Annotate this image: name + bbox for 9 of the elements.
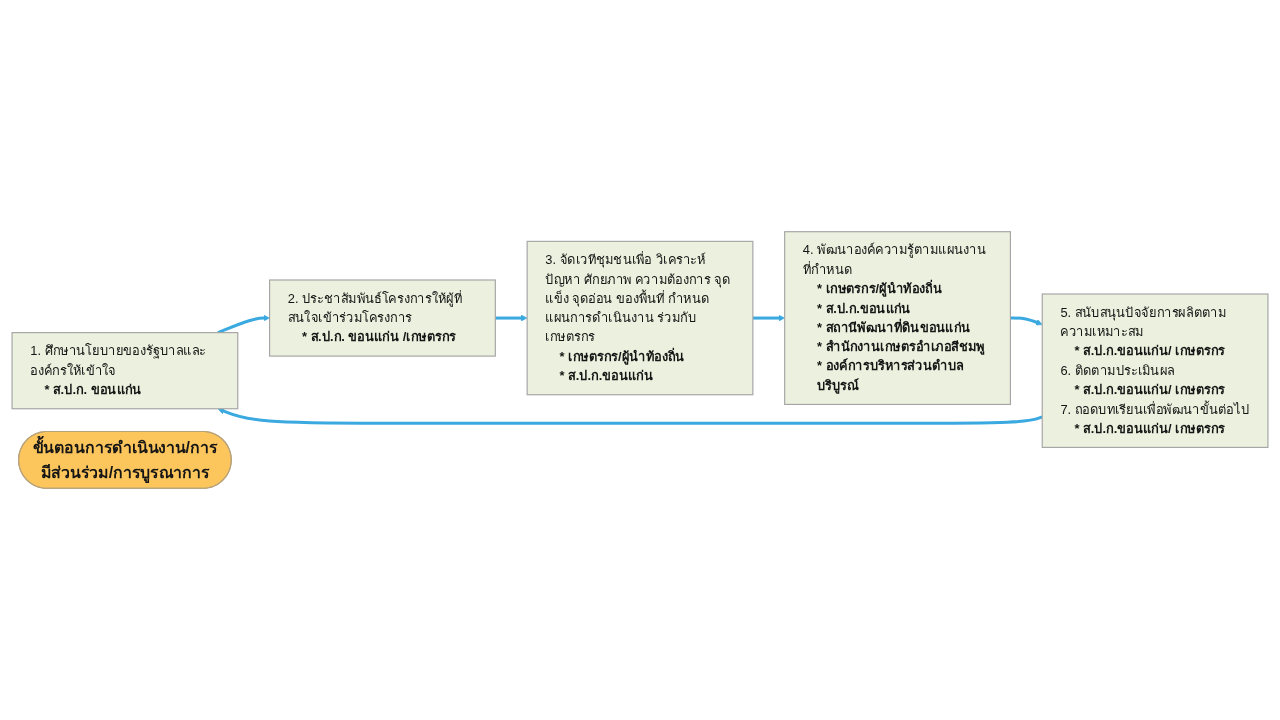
arrow: [752, 314, 785, 322]
node-box: 2. ประชาสัมพันธ์โครงการให้ผู้ที่สนใจเข้าร่วมโครงการ * ส.ป.ก. ขอนแก่น /เกษตรกร: [269, 279, 496, 357]
node-box: 3. จัดเวทีชุมชนเพื่อ วิเคราะห์ปัญหา ศักยภาพ ความต้องการ จุดแข็ง จุดอ่อน ของพื้นที่ กำหนดแผนการดำเนินงาน ร่วมกับเกษตรกร * เกษตรกร/ผู้นำท้องถิ่น * ส.ป.ก.ขอนแก่น: [526, 240, 754, 396]
node-box: 1. ศึกษานโยบายของรัฐบาลและองค์กรให้เข้าใจ * ส.ป.ก. ขอนแก่น: [11, 332, 239, 410]
node-box: 5. สนับสนุนปัจจัยการผลิตตามความเหมาะสม * ส.ป.ก.ขอนแก่น/ เกษตรกร 6. ติดตามประเมินผล * ส.ป.ก.ขอนแก่น/ เกษตรกร 7. ถอดบทเรียนเพื่อพัฒนาขั้นต่อไป * ส.ป.ก.ขอนแก่น/ เกษตรกร: [1041, 293, 1269, 448]
arrow: [217, 407, 1043, 425]
node-box: 4. พัฒนาองค์ความรู้ตามแผนงานที่กำหนด * เกษตรกร/ผู้นำท้องถิ่น * ส.ป.ก.ขอนแก่น * สถานีพัฒนาที่ดินขอนแก่น * สำนักงานเกษตรอำเภอสีชมพู * องค์การบริหารส่วนตำบลบริบูรณ์: [784, 231, 1011, 405]
arrow: [1010, 316, 1043, 326]
arrow: [495, 314, 528, 322]
